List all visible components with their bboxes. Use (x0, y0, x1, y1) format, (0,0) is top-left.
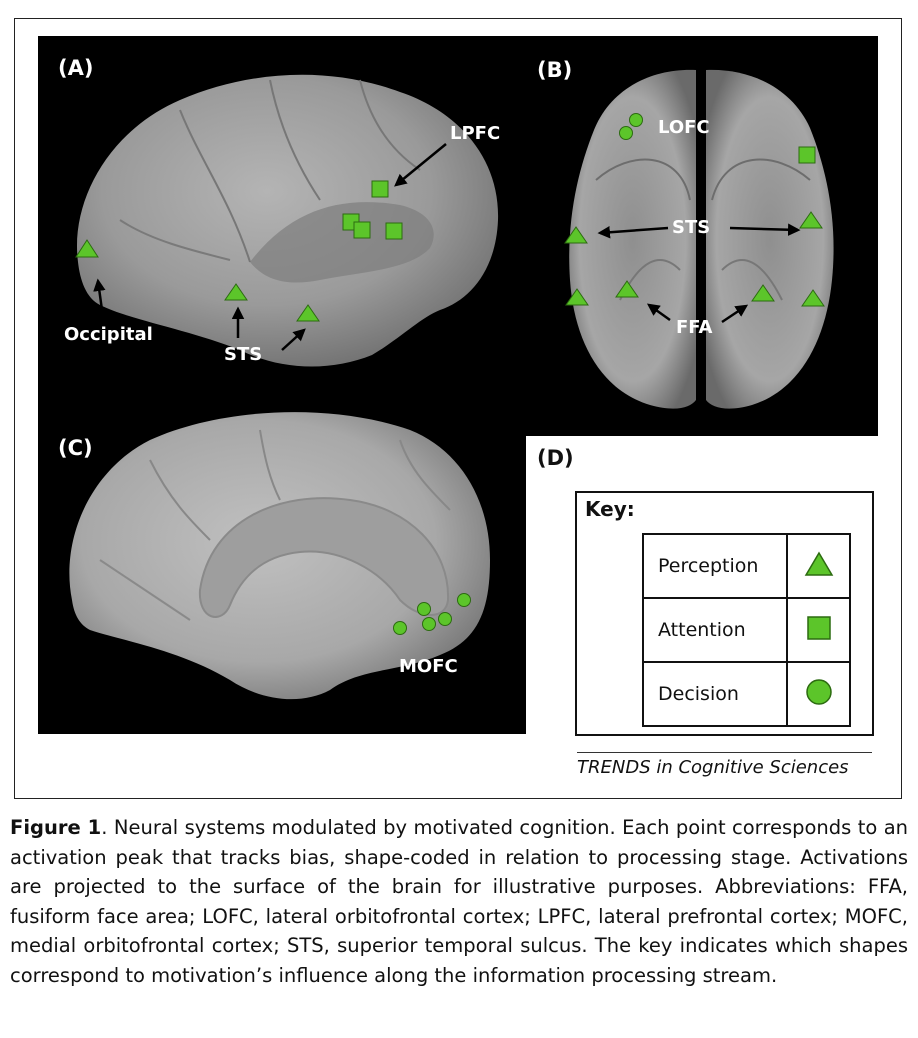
decision-marker (457, 593, 471, 607)
perception-marker (615, 280, 639, 298)
lofc-label: LOFC (658, 117, 710, 138)
journal-credit: TRENDS in Cognitive Sciences (577, 757, 849, 778)
perception-marker (564, 226, 588, 244)
brain-ventral-left (569, 69, 696, 409)
panel-a: (A) LPFC Occipital STS (38, 36, 526, 430)
perception-marker (799, 211, 823, 229)
perception-marker (565, 288, 589, 306)
decision-marker (422, 617, 436, 631)
attention-marker (353, 221, 371, 239)
panel-c-label: (C) (58, 436, 93, 460)
key-label: Attention (642, 597, 788, 663)
attention-marker (798, 146, 816, 164)
sts-label-b: STS (672, 217, 710, 238)
key-row-decision: Decision (642, 661, 851, 727)
caption-text: . Neural systems modulated by motivated … (10, 816, 909, 987)
credit-divider (577, 752, 872, 753)
key-title: Key: (585, 497, 635, 521)
attention-marker (371, 180, 389, 198)
key-box: Key: Perception Attention Decision (575, 491, 874, 736)
perception-marker (801, 289, 825, 307)
key-label: Perception (642, 533, 788, 599)
perception-marker (751, 284, 775, 302)
panel-d-label: (D) (537, 446, 574, 470)
attention-marker (385, 222, 403, 240)
key-row-perception: Perception (642, 533, 851, 599)
decision-marker (629, 113, 643, 127)
panel-b: (B) LOFC STS FFA (526, 36, 878, 436)
figure-caption: Figure 1. Neural systems modulated by mo… (10, 813, 908, 990)
figure-artwork: (A) LPFC Occipital STS (B) LOFC STS FFA (38, 36, 878, 734)
corpus-callosum (198, 497, 450, 618)
caption-lead: Figure 1 (10, 816, 102, 839)
decision-marker (417, 602, 431, 616)
mofc-label: MOFC (399, 656, 458, 677)
sts-label-a: STS (224, 344, 262, 365)
decision-marker (438, 612, 452, 626)
perception-marker (224, 283, 248, 301)
lpfc-label: LPFC (450, 123, 500, 144)
occipital-label: Occipital (64, 324, 153, 345)
panel-c: (C) MOFC (38, 412, 526, 734)
brain-lateral-view (76, 74, 499, 367)
perception-marker (296, 304, 320, 322)
circle-icon (805, 678, 832, 705)
perception-marker (75, 239, 99, 258)
decision-marker (393, 621, 407, 635)
key-table: Perception Attention Decision (642, 533, 851, 727)
triangle-icon (804, 551, 833, 576)
key-row-attention: Attention (642, 597, 851, 663)
decision-marker (619, 126, 633, 140)
panel-b-label: (B) (537, 58, 572, 82)
panel-a-label: (A) (58, 56, 93, 80)
ffa-label: FFA (676, 317, 713, 338)
key-label: Decision (642, 661, 788, 727)
square-icon (806, 615, 831, 640)
lateral-sulcus (250, 202, 434, 283)
